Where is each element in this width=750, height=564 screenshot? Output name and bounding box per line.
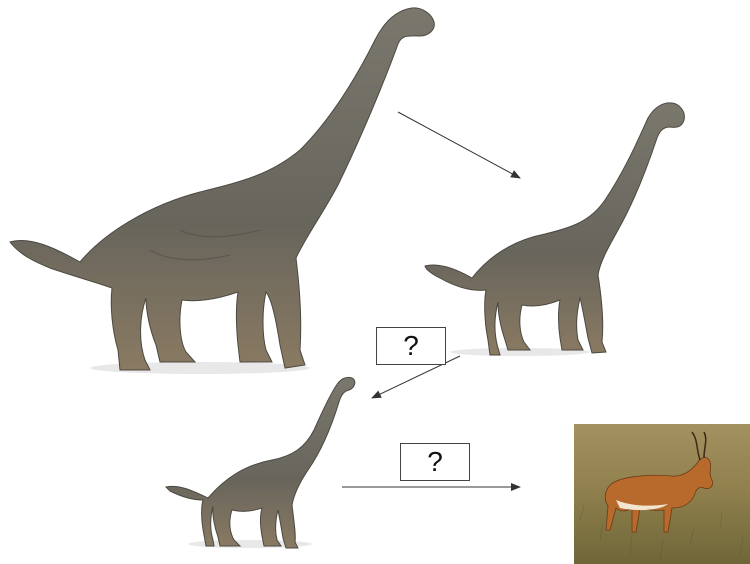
antelope-photo xyxy=(574,424,750,564)
question-box-2: ? xyxy=(400,443,470,481)
large-sauropod-figure xyxy=(10,8,434,374)
question-box-1: ? xyxy=(376,327,446,365)
question-mark-2: ? xyxy=(427,446,443,478)
arrow-large-to-medium xyxy=(398,112,520,178)
small-sauropod-figure xyxy=(166,377,355,548)
medium-sauropod-figure xyxy=(425,103,684,356)
question-mark-1: ? xyxy=(403,330,419,362)
